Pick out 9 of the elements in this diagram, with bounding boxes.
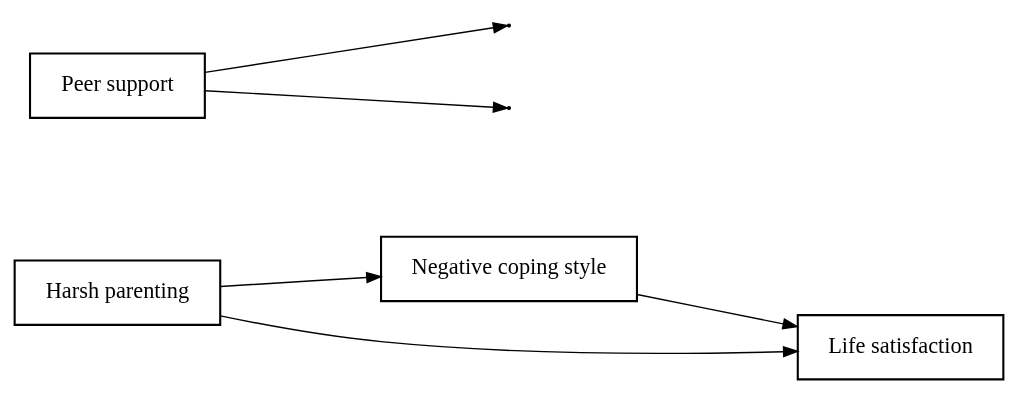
node-box: Harsh parenting <box>13 259 221 326</box>
node-box: Life satisfaction <box>796 314 1004 381</box>
arrow <box>635 293 799 330</box>
arrow <box>203 90 510 114</box>
arrow <box>219 271 383 288</box>
arrow <box>219 315 800 358</box>
node-box: Negative coping style <box>379 235 638 303</box>
node-box: Peer support <box>28 52 206 119</box>
arrow <box>203 22 510 74</box>
